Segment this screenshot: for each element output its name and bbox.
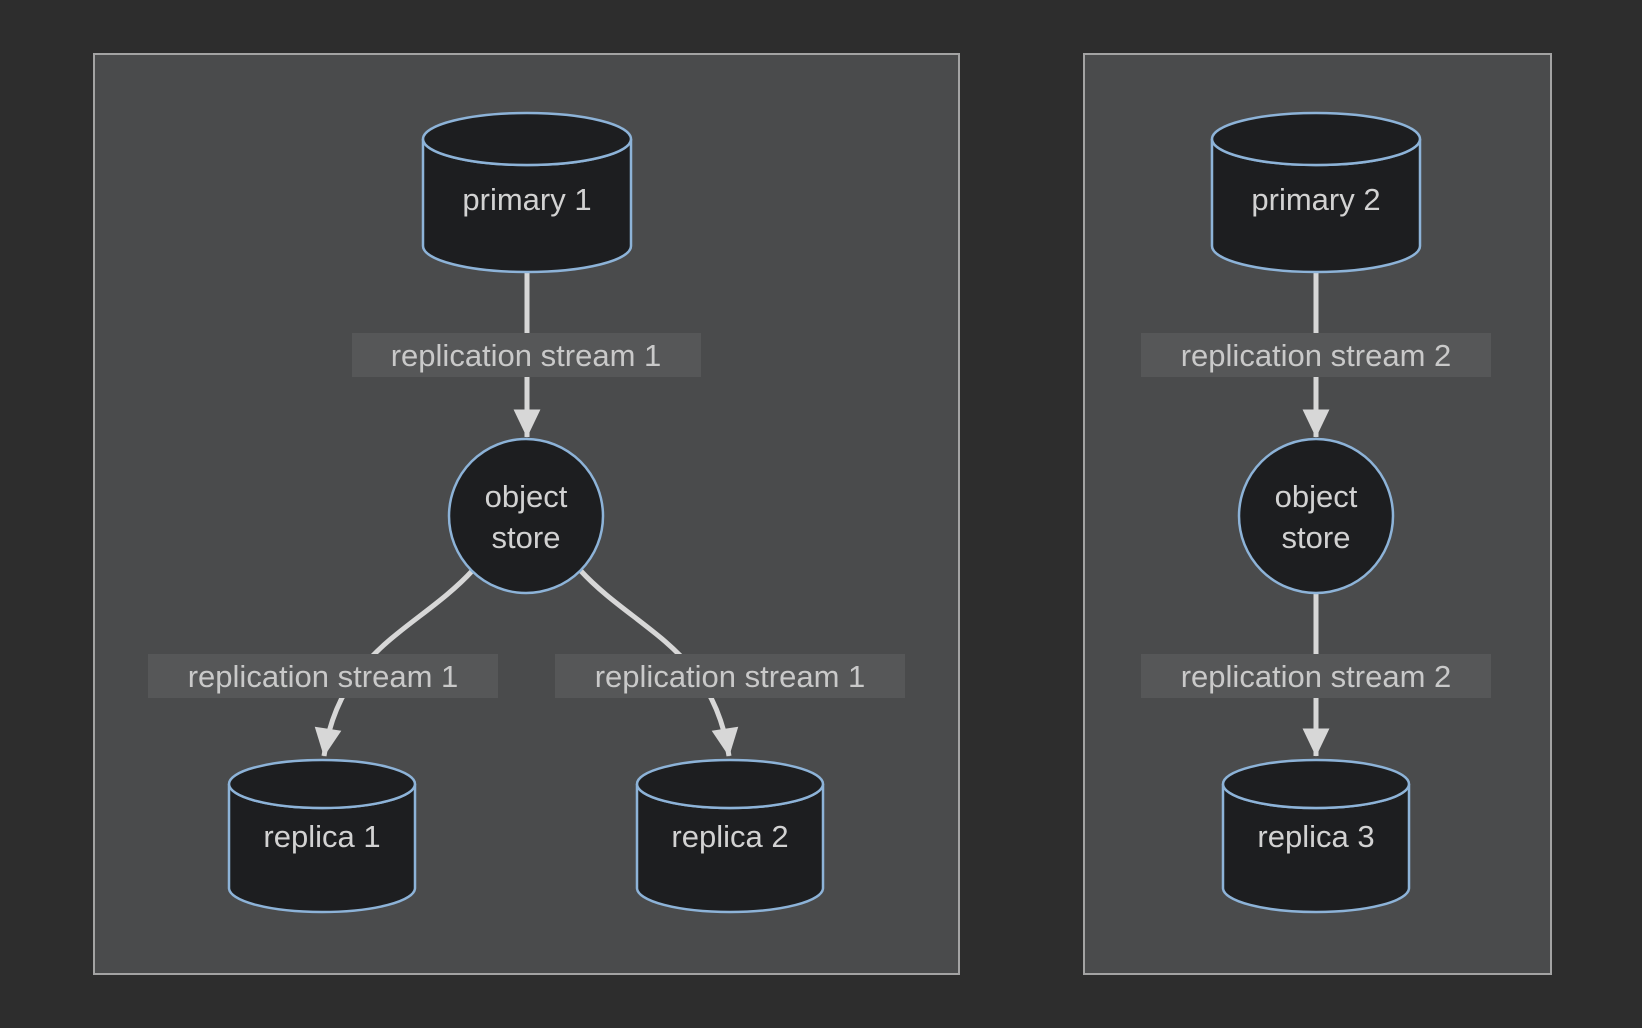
node-primary-1: primary 1 xyxy=(421,111,633,274)
node-replica-3: replica 3 xyxy=(1221,758,1411,914)
node-label: primary 1 xyxy=(462,182,591,217)
node-label-line1: object xyxy=(485,479,568,514)
edge-object-store-to-replica1 xyxy=(314,568,475,757)
edge-label-bg xyxy=(148,654,498,698)
node-label-line1: object xyxy=(1275,479,1358,514)
edge-label-replica2-stream: replication stream 1 xyxy=(555,654,905,698)
edge-label-bg xyxy=(352,333,701,377)
edge-label-text: replication stream 2 xyxy=(1181,659,1452,694)
node-label: replica 2 xyxy=(671,819,788,854)
edge-label-bg xyxy=(1141,333,1491,377)
node-label: primary 2 xyxy=(1251,182,1380,217)
node-replica-1: replica 1 xyxy=(227,758,417,914)
database-cylinder-top xyxy=(635,758,825,810)
node-label-line2: store xyxy=(1282,520,1351,555)
node-primary-2: primary 2 xyxy=(1210,111,1422,274)
edge-label-primary2-stream: replication stream 2 xyxy=(1141,333,1491,377)
cluster-1: replication stream 1 replication stream … xyxy=(93,53,960,975)
node-label: replica 1 xyxy=(263,819,380,854)
cluster-2: replication stream 2 replication stream … xyxy=(1083,53,1552,975)
object-store-circle xyxy=(1237,437,1395,595)
node-object-store-2: object store xyxy=(1237,437,1395,595)
edge-object-store-to-replica2 xyxy=(578,568,739,757)
database-cylinder-top xyxy=(227,758,417,810)
database-cylinder-top xyxy=(421,111,633,167)
node-label-line2: store xyxy=(492,520,561,555)
node-replica-2: replica 2 xyxy=(635,758,825,914)
node-label: replica 3 xyxy=(1257,819,1374,854)
database-cylinder-top xyxy=(1221,758,1411,810)
edge-label-bg xyxy=(1141,654,1491,698)
edge-label-primary1-stream: replication stream 1 xyxy=(352,333,701,377)
edge-label-text: replication stream 2 xyxy=(1181,338,1452,373)
edge-label-replica3-stream: replication stream 2 xyxy=(1141,654,1491,698)
edge-label-replica1-stream: replication stream 1 xyxy=(148,654,498,698)
object-store-circle xyxy=(447,437,605,595)
edge-label-text: replication stream 1 xyxy=(188,659,459,694)
edge-label-text: replication stream 1 xyxy=(595,659,866,694)
edge-label-bg xyxy=(555,654,905,698)
edge-label-text: replication stream 1 xyxy=(391,338,662,373)
database-cylinder-top xyxy=(1210,111,1422,167)
node-object-store-1: object store xyxy=(447,437,605,595)
